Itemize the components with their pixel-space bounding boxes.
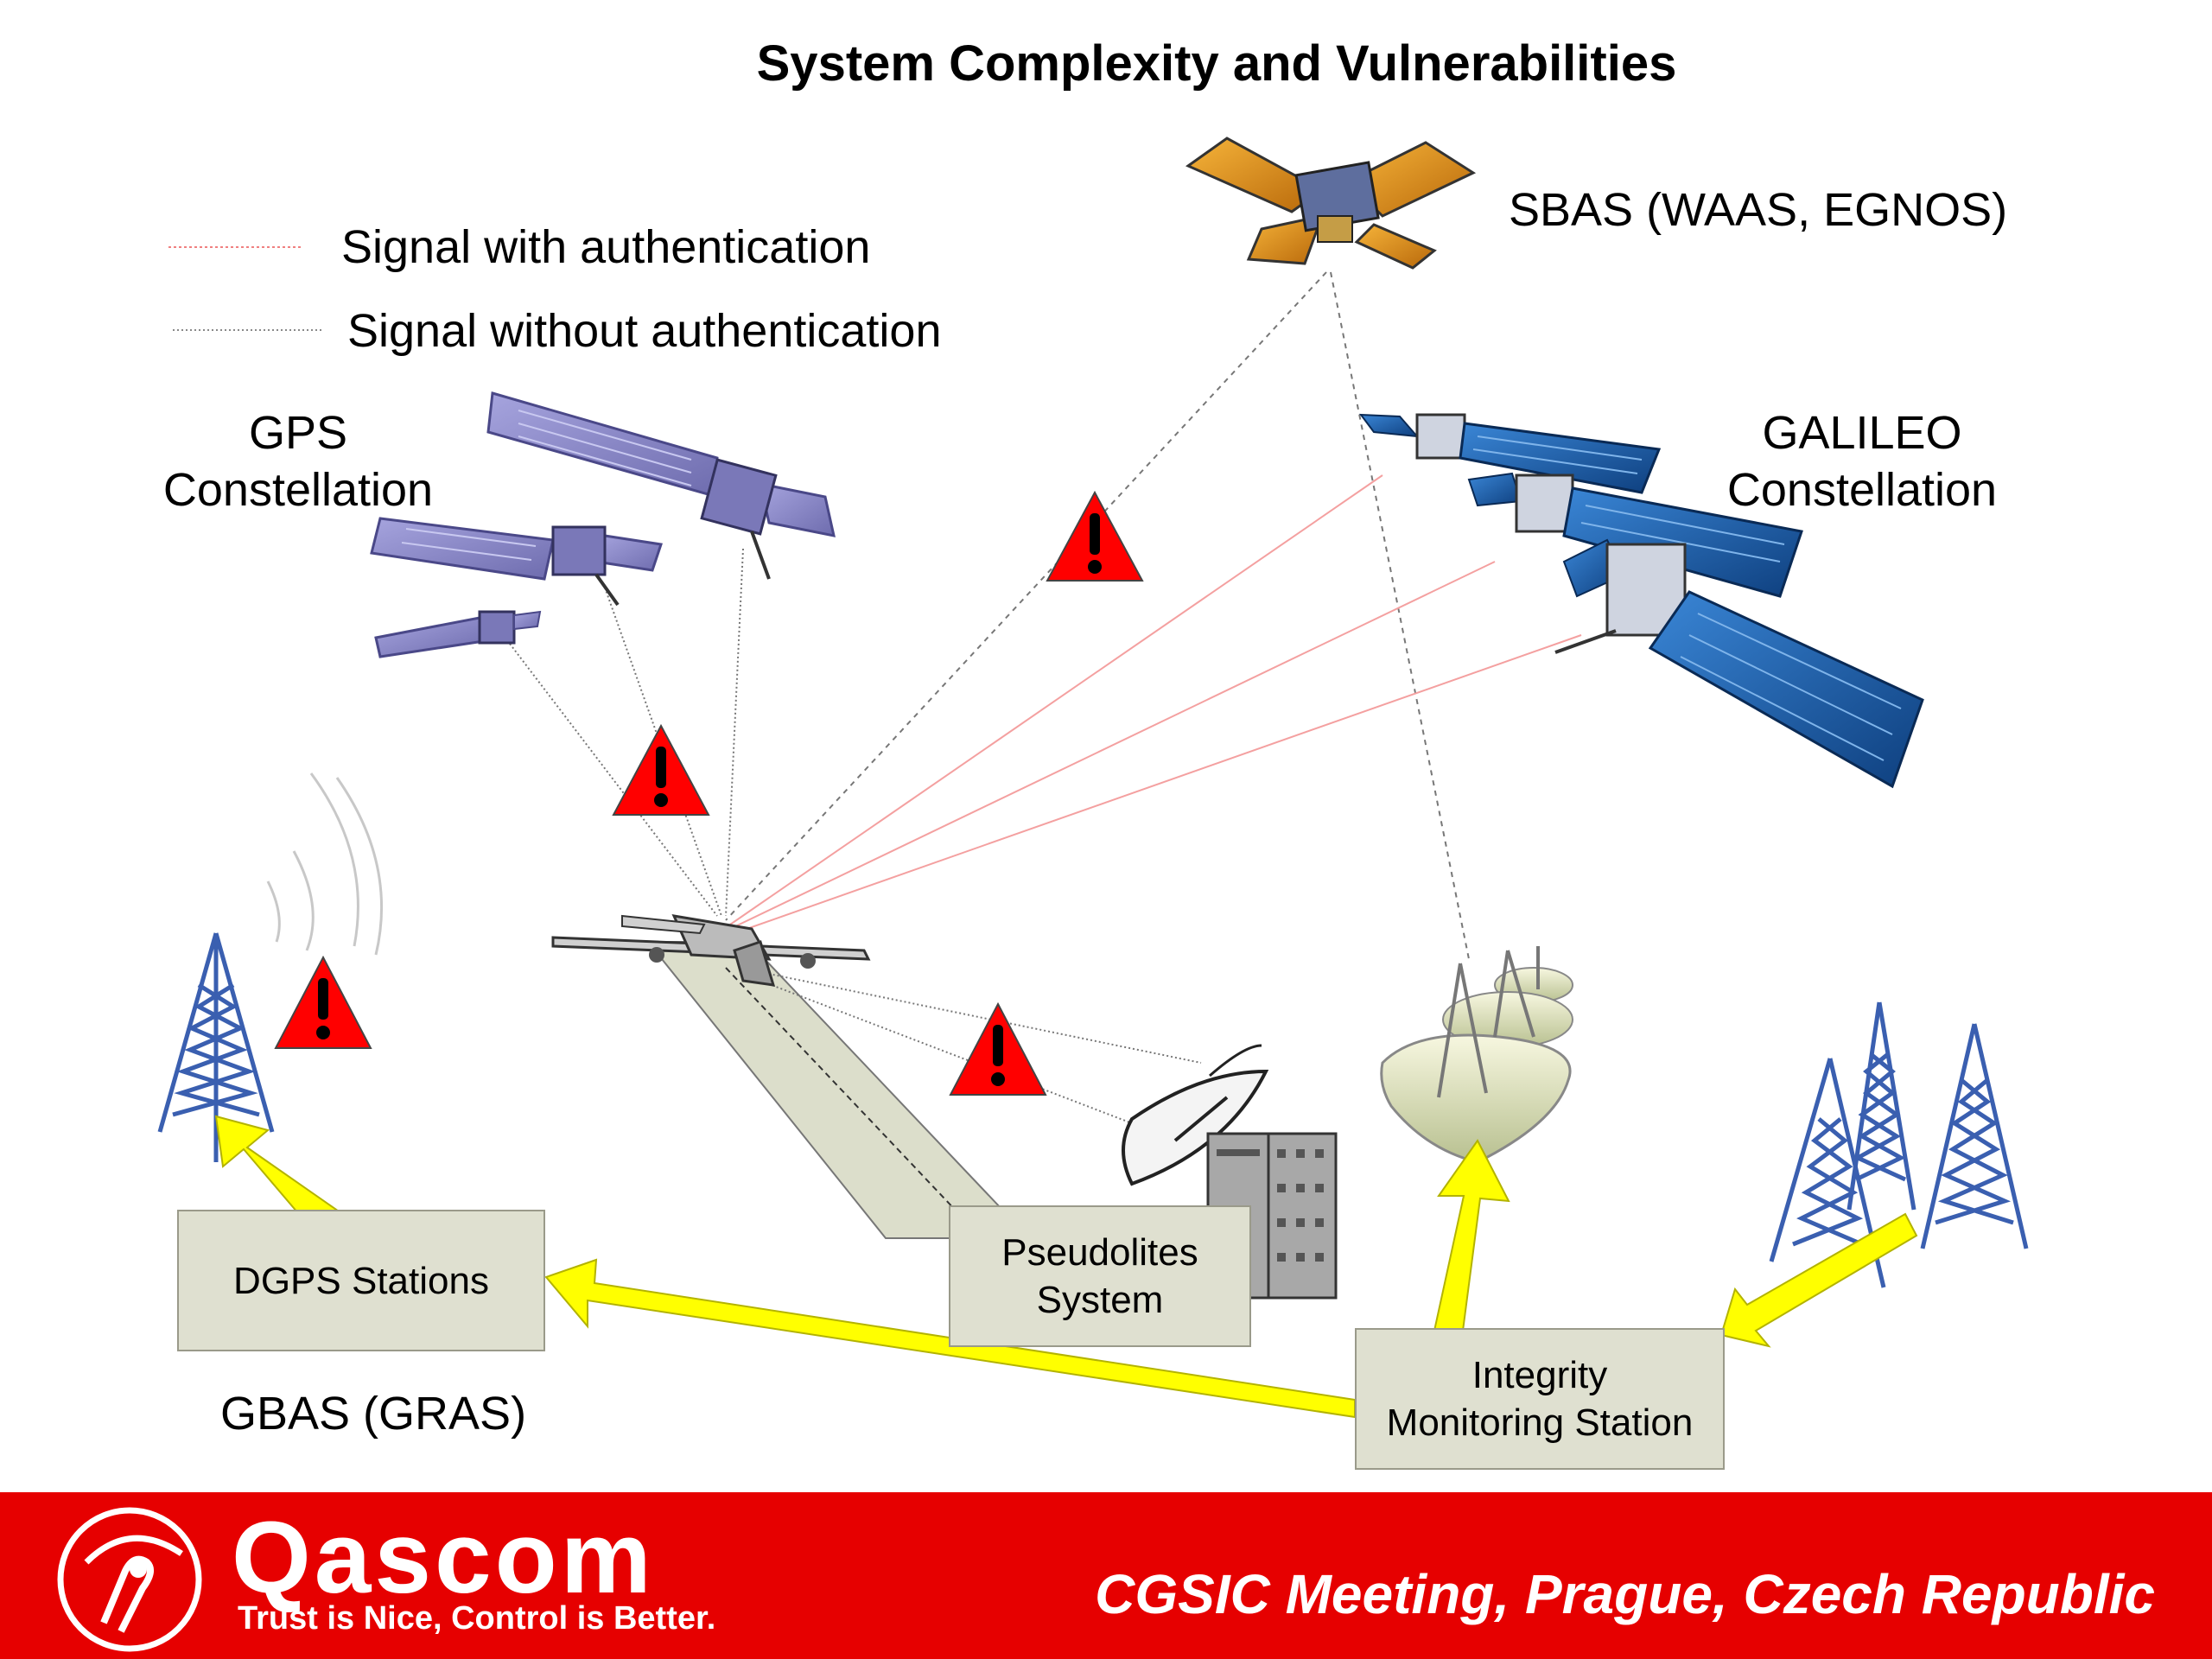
arrow-towers-to-integrity — [1719, 1212, 1918, 1348]
label-sbas: SBAS (WAAS, EGNOS) — [1509, 184, 2008, 236]
gps-satellite-small — [374, 610, 542, 658]
corridor-centerline — [725, 967, 960, 1215]
qascom-logo-icon — [57, 1507, 202, 1652]
page-title: System Complexity and Vulnerabilities — [756, 35, 1677, 92]
gps-satellite-medium — [370, 517, 663, 607]
brand-tagline: Trust is Nice, Control is Better. — [238, 1600, 716, 1637]
warning-icon-gps — [612, 723, 710, 816]
right-towers — [1769, 1001, 2029, 1288]
box-dgps-label: DGPS Stations — [233, 1259, 489, 1302]
galileo-satellite-middle — [1467, 472, 1803, 598]
pseudolite-dish — [1122, 1044, 1269, 1186]
label-galileo-line1: GALILEO — [1762, 407, 1962, 459]
warning-icon-sbas — [1046, 490, 1144, 582]
gps-satellites — [370, 391, 836, 658]
warning-icon-dgps — [274, 955, 372, 1049]
box-integrity-line1: Integrity — [1471, 1354, 1608, 1396]
monitoring-dishes — [1380, 946, 1573, 1164]
label-gps-line2: Constellation — [162, 464, 434, 516]
legend-label-without-auth: Signal without authentication — [347, 305, 942, 357]
label-galileo-line2: Constellation — [1726, 464, 1998, 516]
legend-label-with-auth: Signal with authentication — [341, 221, 871, 273]
meeting-title: CGSIC Meeting, Prague, Czech Republic — [1095, 1563, 2155, 1625]
label-gps-line1: GPS — [248, 407, 348, 459]
signals-with-auth — [729, 474, 1582, 934]
box-pseudolites-system: Pseudolites System — [949, 1205, 1251, 1347]
warning-icon-pseudolites — [949, 1001, 1047, 1096]
footer-bar — [0, 1492, 2212, 1659]
aircraft — [551, 914, 871, 987]
signals-without-auth — [509, 271, 1470, 1124]
brand-name: Qascom — [232, 1501, 655, 1615]
galileo-satellite-top — [1358, 413, 1662, 494]
label-gbas: GBAS (GRAS) — [220, 1388, 527, 1440]
arrow-to-dgps-tower — [214, 1115, 345, 1214]
dgps-tower — [157, 932, 275, 1162]
sbas-satellite — [1185, 137, 1477, 270]
arrow-integrity-to-dishes — [1433, 1139, 1510, 1332]
galileo-satellites — [1358, 413, 1924, 789]
box-integrity-monitoring-station: Integrity Monitoring Station — [1355, 1328, 1725, 1470]
box-pseudolites-line2: System — [1036, 1279, 1164, 1321]
box-pseudolites-line1: Pseudolites — [1001, 1231, 1198, 1274]
radio-waves — [266, 772, 384, 956]
box-integrity-line2: Monitoring Station — [1386, 1402, 1694, 1444]
box-dgps-stations: DGPS Stations — [177, 1210, 545, 1351]
galileo-satellite-bottom — [1554, 538, 1924, 789]
gps-satellite-large — [486, 391, 836, 580]
